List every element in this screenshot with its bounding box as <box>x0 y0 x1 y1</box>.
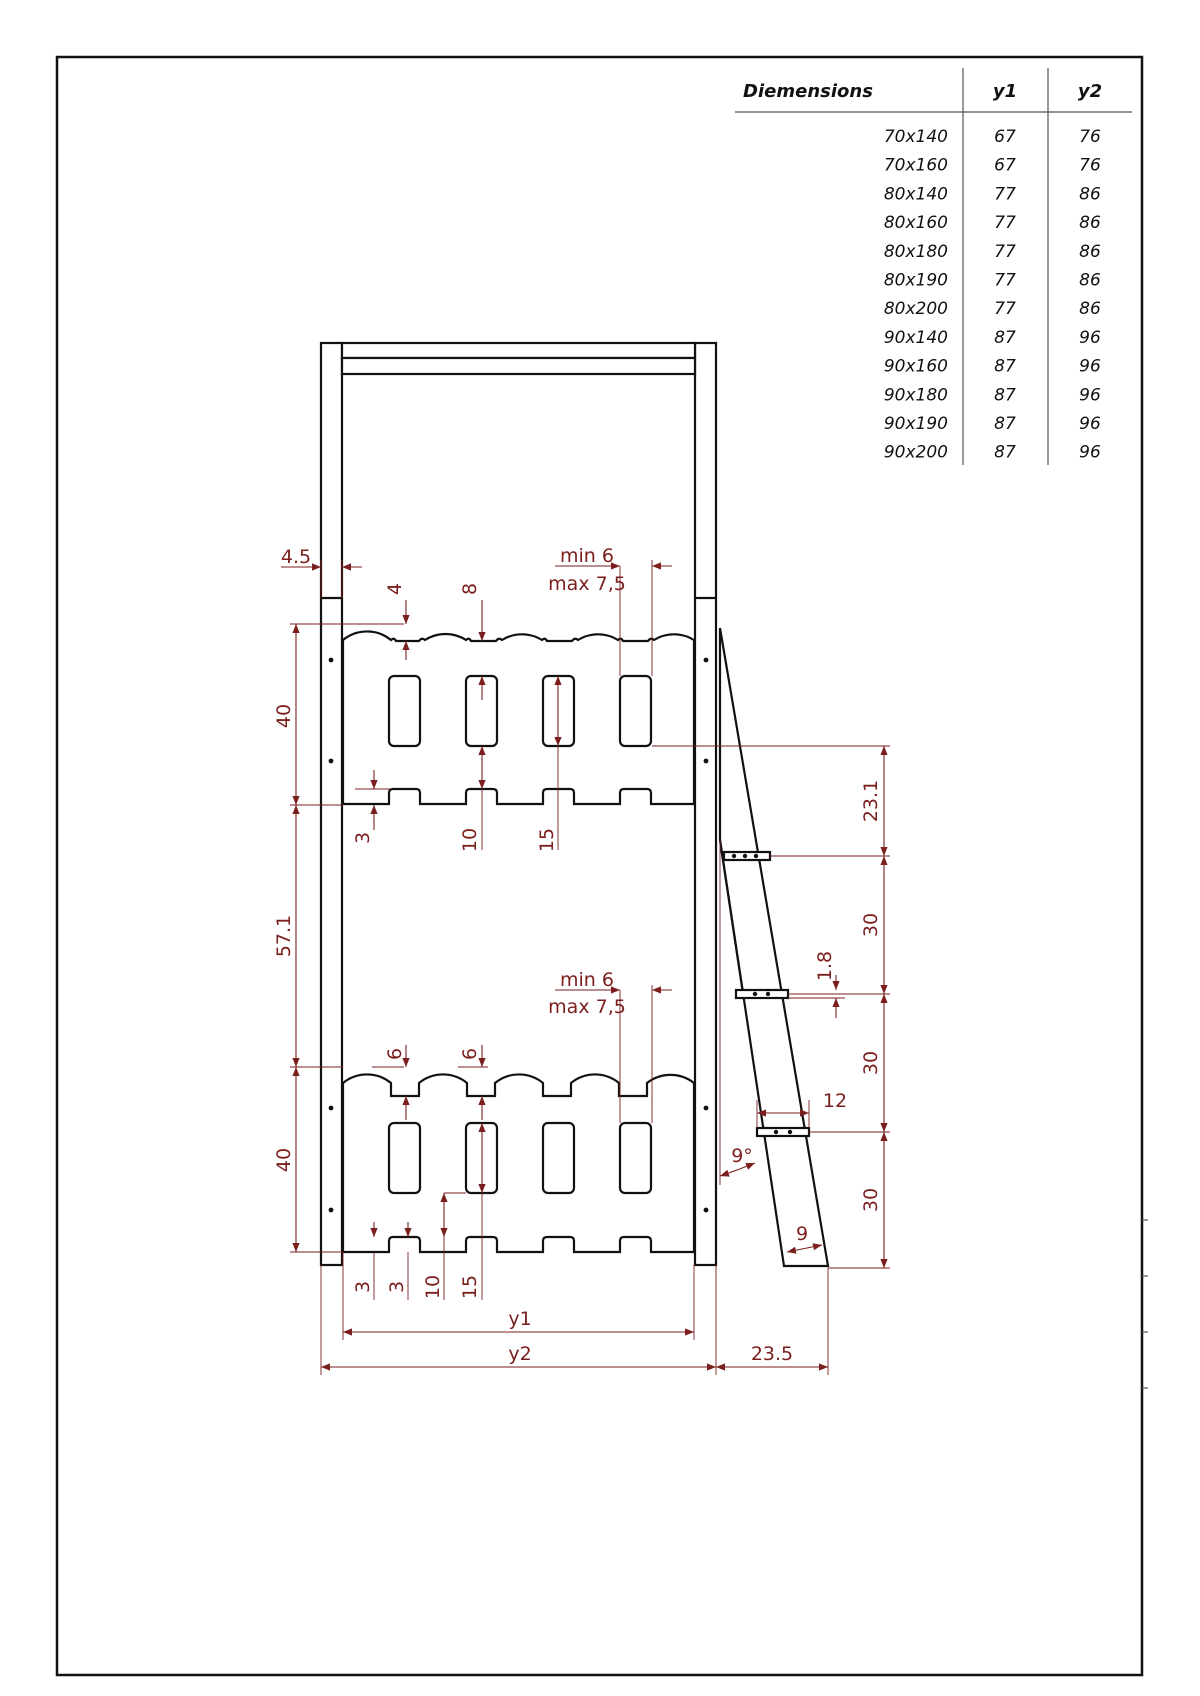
table-cell-dimension: 90x180 <box>884 385 948 405</box>
dim-lower-height: 40 <box>273 1148 295 1172</box>
table-cell-y2: 76 <box>1079 156 1101 176</box>
table-cell-y1: 87 <box>994 328 1016 348</box>
table-cell-y1: 87 <box>994 357 1016 377</box>
dim-ladder-width: 9 <box>796 1223 808 1245</box>
bed-frame <box>319 341 718 1267</box>
lower-slot-1 <box>387 1121 422 1195</box>
table-cell-y1: 77 <box>994 271 1016 291</box>
table-header-dimensions: Diemensions <box>743 81 873 102</box>
top-rail <box>340 341 697 360</box>
table-cell-y2: 86 <box>1079 299 1101 319</box>
dim-between-guards: 57.1 <box>273 915 295 957</box>
upper-slot-1 <box>387 674 422 748</box>
table-cell-y2: 96 <box>1079 443 1101 463</box>
table-cell-dimension: 80x200 <box>884 299 948 319</box>
table-cell-dimension: 70x140 <box>884 127 948 147</box>
dim-step-2: 30 <box>860 1051 882 1075</box>
dim-notch-depth-bottom: 6 <box>384 1048 406 1060</box>
table-cell-y2: 76 <box>1079 127 1101 147</box>
table-cell-y1: 77 <box>994 184 1016 204</box>
ladder <box>718 627 830 1268</box>
ladder-step-2 <box>734 988 790 1000</box>
table-header-y2: y2 <box>1078 81 1102 102</box>
table-cell-y2: 96 <box>1079 357 1101 377</box>
table-cell-dimension: 90x140 <box>884 328 948 348</box>
table-cell-dimension: 90x160 <box>884 357 948 377</box>
table-cell-dimension: 90x190 <box>884 414 948 434</box>
dim-post-width: 4.5 <box>281 546 311 568</box>
dim-slot-height-top: 15 <box>536 828 558 852</box>
dim-bottom-notch-top: 3 <box>352 832 374 844</box>
dim-max-top: max 7,5 <box>548 573 626 595</box>
top-rail-lower <box>340 356 697 376</box>
dim-min-top: min 6 <box>560 545 614 567</box>
right-post <box>693 341 718 1267</box>
dim-ladder-top: 23.1 <box>860 780 882 822</box>
dim-slot-height-bottom: 15 <box>459 1275 481 1299</box>
dim-bottom-gap-bottom: 10 <box>422 1275 444 1299</box>
dimensions-table: Diemensions y1 y2 70x140 67 76 70x160 67 76 80… <box>735 68 1132 465</box>
table-cell-y1: 87 <box>994 385 1016 405</box>
table-cell-y2: 86 <box>1079 242 1101 262</box>
dim-y2: y2 <box>508 1343 531 1365</box>
table-cell-y1: 77 <box>994 299 1016 319</box>
table-cell-y2: 96 <box>1079 328 1101 348</box>
table-cell-y1: 67 <box>994 156 1016 176</box>
left-post <box>319 341 344 1267</box>
lower-slot-3 <box>541 1121 576 1195</box>
dim-step-thickness: 1.8 <box>814 951 836 981</box>
drawing-frame <box>55 55 1144 1677</box>
table-cell-dimension: 90x200 <box>884 443 948 463</box>
table-cell-y2: 86 <box>1079 184 1101 204</box>
upper-slot-4 <box>618 674 653 748</box>
dim-max-bottom: max 7,5 <box>548 996 626 1018</box>
table-cell-y1: 67 <box>994 127 1016 147</box>
dim-ladder-angle: 9° <box>731 1145 753 1167</box>
dimension-lines <box>281 560 890 1375</box>
upper-guard-board <box>341 630 696 806</box>
screw-holes <box>328 657 709 1213</box>
table-cell-dimension: 80x190 <box>884 271 948 291</box>
dim-min-bottom: min 6 <box>560 969 614 991</box>
table-rows: 70x140 67 76 70x160 67 76 80x140 77 86 80x160 77 86… <box>884 127 1101 463</box>
dim-y1: y1 <box>508 1308 531 1330</box>
dim-step-depth: 12 <box>823 1090 847 1112</box>
table-cell-y1: 87 <box>994 443 1016 463</box>
frame-tick-marks <box>1142 1219 1148 1389</box>
dim-bottom-gap-top: 10 <box>459 828 481 852</box>
lower-guard-board <box>341 1073 696 1254</box>
table-cell-dimension: 80x140 <box>884 184 948 204</box>
lower-slot-4 <box>618 1121 653 1195</box>
dim-slot-gap-bottom: 6 <box>459 1048 481 1060</box>
table-cell-y2: 96 <box>1079 414 1101 434</box>
dim-upper-height: 40 <box>273 704 295 728</box>
dim-bottom-notch-b: 3 <box>386 1281 408 1293</box>
ladder-step-3 <box>755 1126 811 1138</box>
dim-slot-gap-top: 8 <box>459 583 481 595</box>
table-cell-dimension: 80x160 <box>884 213 948 233</box>
ladder-stringer <box>718 627 830 1268</box>
table-cell-y2: 96 <box>1079 385 1101 405</box>
table-cell-y1: 77 <box>994 242 1016 262</box>
table-cell-dimension: 70x160 <box>884 156 948 176</box>
table-cell-y2: 86 <box>1079 213 1101 233</box>
table-header-y1: y1 <box>993 81 1017 102</box>
dim-step-3: 30 <box>860 1188 882 1212</box>
table-cell-y1: 77 <box>994 213 1016 233</box>
dimension-labels: 4.5 4 8 min 6 max 7,5 40 3 10 15 57.1 mi… <box>273 545 882 1365</box>
dim-notch-depth-top: 4 <box>384 583 406 595</box>
table-cell-dimension: 80x180 <box>884 242 948 262</box>
dim-step-1: 30 <box>860 913 882 937</box>
dim-bottom-notch-a: 3 <box>352 1281 374 1293</box>
dim-ladder-offset: 23.5 <box>751 1343 793 1365</box>
table-cell-y2: 86 <box>1079 271 1101 291</box>
table-cell-y1: 87 <box>994 414 1016 434</box>
